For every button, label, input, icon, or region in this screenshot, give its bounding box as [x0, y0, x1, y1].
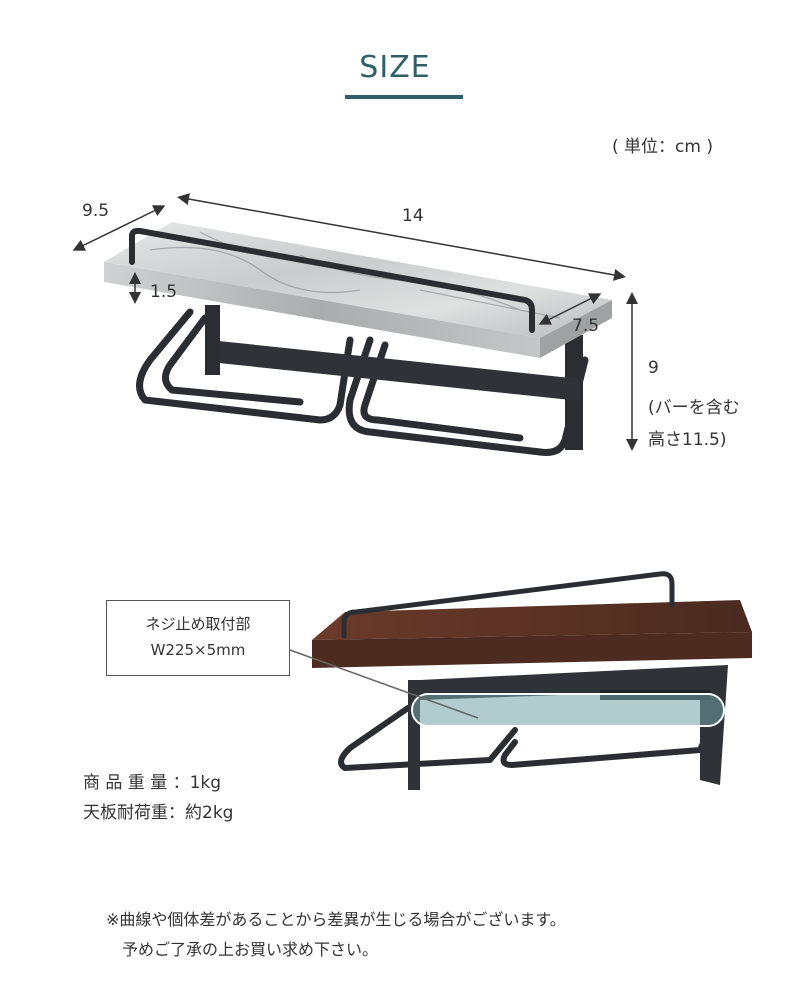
wood-shelf-illustration: [289, 571, 752, 790]
unit-label: ( 単位：cm ): [612, 137, 713, 157]
load-spec: 天板耐荷重：約2kg: [83, 803, 234, 823]
width-label: 14: [402, 206, 424, 226]
page-title: SIZE: [359, 50, 431, 85]
height-label: 9: [648, 358, 659, 378]
callout-title: ネジ止め取付部: [145, 615, 251, 633]
callout-size: W225×5mm: [150, 641, 246, 659]
title-underline: [345, 95, 463, 99]
footnote-line1: ※曲線や個体差があることから差異が生じる場合がございます。: [106, 910, 566, 929]
height-note-line1: (バーを含む: [648, 398, 740, 418]
depth-label: 9.5: [82, 201, 110, 221]
marble-shelf-illustration: [72, 193, 638, 456]
height-note-line2: 高さ11.5): [648, 430, 727, 450]
thickness-label: 1.5: [150, 282, 178, 302]
product-specs: 商 品 重 量 ：1kg 天板耐荷重：約2kg: [83, 768, 233, 828]
weight-spec: 商 品 重 量 ：1kg: [83, 773, 222, 793]
footnote-line2: 予めご了承の上お買い求め下さい。: [122, 940, 379, 959]
bar-depth-label: 7.5: [572, 316, 600, 336]
mounting-callout: ネジ止め取付部 W225×5mm: [106, 600, 290, 676]
